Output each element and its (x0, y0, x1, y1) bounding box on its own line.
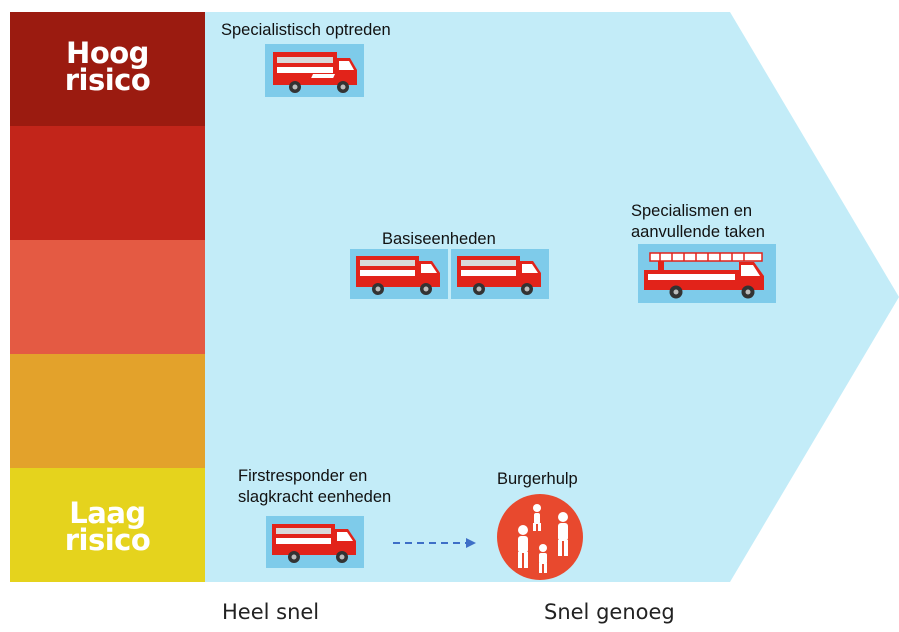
high-risk-label: Hoog risico (64, 36, 151, 97)
specialisms-label: Specialismen en aanvullende taken (631, 202, 765, 241)
risk-band-2 (10, 126, 205, 240)
basic-truck-tile-1 (350, 249, 448, 299)
ladder-truck-icon (644, 252, 764, 299)
time-axis-right-label: Snel genoeg (544, 600, 675, 624)
people-group-icon (497, 494, 583, 580)
specialist-truck-tile (265, 44, 364, 97)
risk-band-1: Hoog risico (10, 12, 205, 126)
first-responder-truck-tile (266, 516, 364, 568)
basic-truck-tile-2 (451, 249, 549, 299)
specialist-label: Specialistisch optreden (221, 21, 391, 39)
fire-truck-icon (272, 524, 356, 563)
time-axis-left-label: Heel snel (222, 600, 320, 624)
dashed-arrow (393, 538, 476, 548)
fire-truck-icon (273, 52, 357, 93)
risk-band-5: Laag risico (10, 468, 205, 582)
first-responder-label: Firstresponder en slagkracht eenheden (238, 467, 392, 506)
risk-band-4 (10, 354, 205, 468)
risk-band-3 (10, 240, 205, 354)
citizen-help-label: Burgerhulp (497, 470, 578, 488)
specialisms-truck-tile (638, 244, 776, 303)
arrow-background (200, 12, 899, 582)
low-risk-label: Laag risico (64, 496, 151, 557)
basic-units-label: Basiseenheden (382, 230, 496, 248)
fire-truck-icon (356, 256, 440, 295)
fire-truck-icon (457, 256, 541, 295)
